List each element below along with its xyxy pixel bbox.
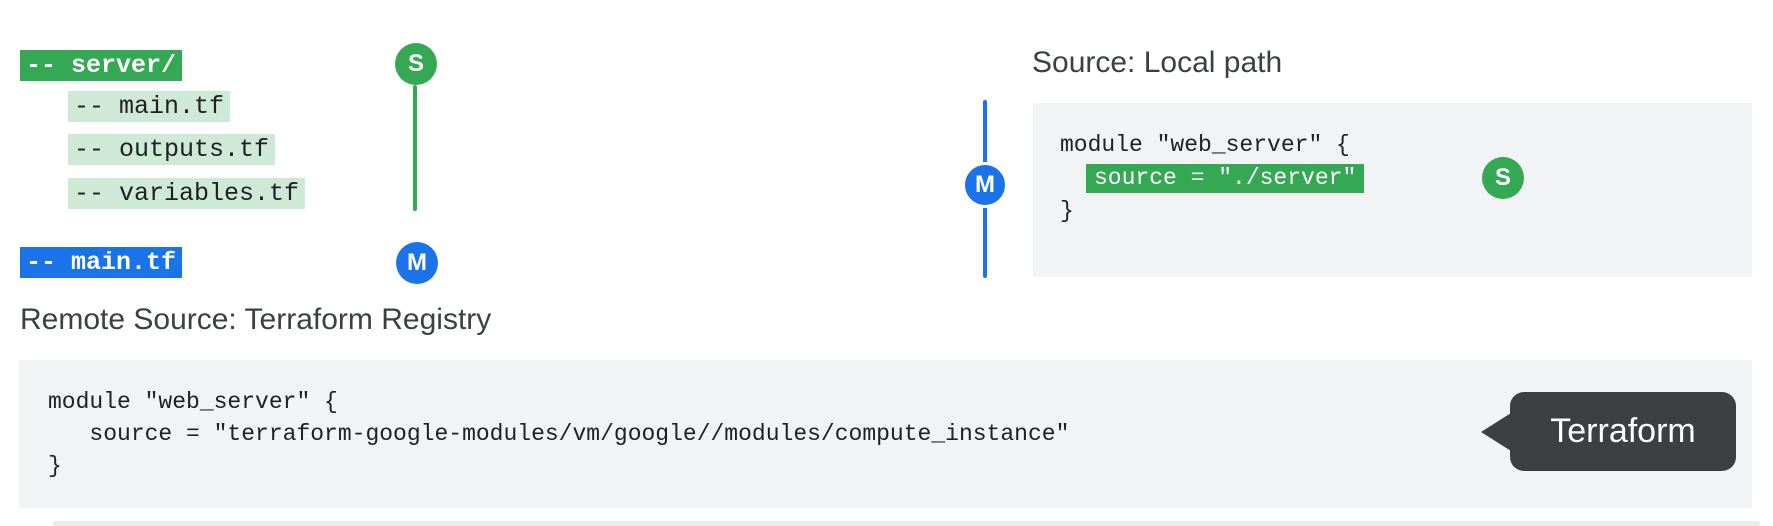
remote-code-line-3: } [48, 453, 62, 479]
remote-source-heading: Remote Source: Terraform Registry [20, 303, 492, 336]
local-source-heading: Source: Local path [1032, 46, 1283, 79]
terraform-tooltip: Terraform [1481, 392, 1736, 471]
module-badge-code: M [962, 162, 1008, 208]
tree-row-main-tf: -- main.tf [68, 91, 231, 122]
tooltip-arrow-icon [1481, 412, 1511, 451]
local-code-line-3: } [1060, 198, 1074, 224]
tree-row-root-main-tf: -- main.tf [20, 247, 183, 278]
remote-source-code-block: module "web_server" { source = "terrafor… [19, 360, 1752, 508]
local-source-code-block: module "web_server" { source = "./server… [1033, 103, 1752, 277]
tree-row-variables-tf: -- variables.tf [68, 178, 306, 209]
module-badge-tree: M [396, 242, 438, 284]
tree-row-server-dir: -- server/ [20, 50, 183, 81]
local-code-line-2: source = "./server" [1060, 162, 1752, 195]
source-badge-code: S [1482, 157, 1524, 199]
remote-code-line-2: source = "terraform-google-modules/vm/go… [48, 421, 1070, 447]
highlighted-source-attribute: source = "./server" [1086, 164, 1365, 193]
source-badge-tree: S [395, 43, 437, 85]
local-code-line-1: module "web_server" { [1060, 132, 1350, 158]
source-connector-line [413, 85, 417, 211]
remote-code-line-1: module "web_server" { [48, 389, 338, 415]
cropped-bottom-fragment [53, 521, 1760, 526]
tree-row-outputs-tf: -- outputs.tf [68, 134, 276, 165]
tooltip-label: Terraform [1550, 412, 1696, 450]
